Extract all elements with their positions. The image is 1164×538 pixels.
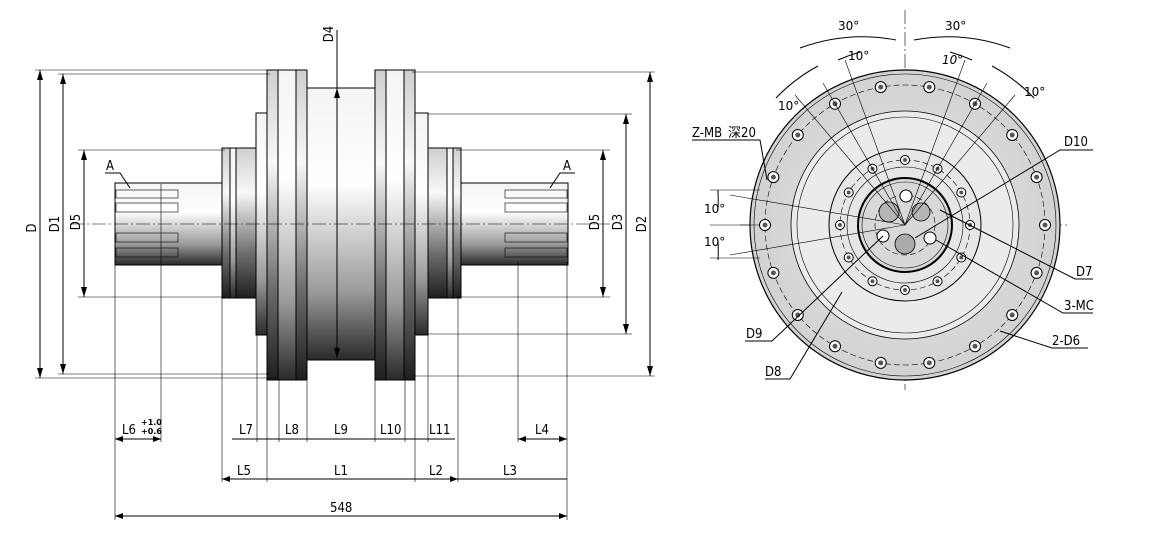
label-angle-10-left-upper: 10° [704,202,725,216]
dim-row-overall [115,513,567,519]
flange-bolt-hole-center [926,84,932,90]
flange-bolt-hole-center [770,174,776,180]
label-D9: D9 [746,327,762,342]
a-leaders [105,172,575,189]
hub-bolt-hole-center [959,255,964,260]
flange-bolt-hole-center [762,222,768,228]
label-L10: L10 [380,423,401,438]
label-L6-tol-lower: +0.6 [141,427,162,436]
label-D5-left: D5 [69,214,84,230]
hub-bolt-hole-center [935,279,940,284]
shaft-body [70,69,610,381]
label-L11: L11 [429,423,450,438]
hub-bolt-hole-center [959,190,964,195]
center-holes [876,189,937,255]
label-L6-tol-upper: +1.0 [141,418,162,427]
label-L2: L2 [429,464,443,479]
flange-bolt-hole-center [1009,312,1015,318]
flange-bolt-holes [759,81,1051,369]
label-D2: D2 [635,216,650,232]
label-angle-10-left-lower: 10° [704,235,725,249]
label-L4: L4 [535,423,549,438]
flange-bolt-hole-center [770,270,776,276]
flange-bolt-hole-center [972,343,978,349]
label-angle-10-top-left: 10° [848,49,869,63]
angle-arcs [710,36,1035,261]
flange-bolt-hole-center [878,84,884,90]
label-L9: L9 [334,423,348,438]
label-L5: L5 [237,464,251,479]
label-angle-10-left-outer: 10° [778,99,799,113]
d4-dimension [334,30,340,358]
side-view: D D1 D5 D4 D5 D3 D2 A A L6 +1.0 +0.6 L7 … [25,26,655,520]
label-angle-30-left: 30° [838,19,859,33]
label-2-D6: 2-D6 [1052,334,1080,349]
flange-bolt-hole-center [926,360,932,366]
hub-bolt-hole-center [838,223,842,227]
front-leaders [692,139,1093,380]
label-D: D [25,223,40,232]
hub-bolt-hole-center [903,158,907,162]
flange-bolt-hole-center [878,360,884,366]
label-L1: L1 [334,464,348,479]
label-A-left: A [106,159,114,174]
flange-bolt-hole-center [795,312,801,318]
radial-construction-lines [729,59,1016,256]
label-z-mb-depth: 深20 [728,126,756,141]
label-angle-10-top-right: 10° [1024,85,1045,99]
flange-bolt-hole-center [1034,270,1040,276]
label-z-mb: Z-MB [692,126,722,141]
label-angle-30-right: 30° [945,19,966,33]
horizontal-extension-lines [114,184,568,520]
hub-bolt-hole-center [870,279,875,284]
hub-bolt-hole-center [903,288,907,292]
vertical-dimensions-left [35,69,275,379]
label-L7: L7 [239,423,253,438]
hub-bolt-hole-center [846,190,851,195]
right-spline [504,189,568,258]
flange-bolt-hole-center [832,343,838,349]
label-D7: D7 [1076,265,1092,280]
label-D4: D4 [322,26,337,42]
label-D5-right: D5 [588,214,603,230]
label-L6: L6 [122,423,136,438]
label-angle-10-top-mid: 10° [942,53,963,67]
hub-bolt-hole-center [846,255,851,260]
dim-row-upper [115,436,567,442]
front-view: 30° 30° 10° 10° 10° 10° 10° 10° Z-MB 深20… [692,10,1094,390]
label-D1: D1 [48,216,63,232]
left-spline [115,189,179,258]
label-D10: D10 [1064,135,1088,150]
label-L8: L8 [285,423,299,438]
label-D3: D3 [611,214,626,230]
flange-bolt-hole-center [1042,222,1048,228]
vertical-dimensions-right [412,71,655,377]
flange-bolt-hole-center [1009,132,1015,138]
label-D8: D8 [765,365,781,380]
label-3-MC: 3-MC [1064,299,1094,314]
label-A-right: A [563,159,571,174]
flange-bolt-hole-center [795,132,801,138]
dim-row-middle [222,476,567,482]
flange-bolt-hole-center [1034,174,1040,180]
label-overall-548: 548 [330,501,352,516]
label-L3: L3 [503,464,517,479]
